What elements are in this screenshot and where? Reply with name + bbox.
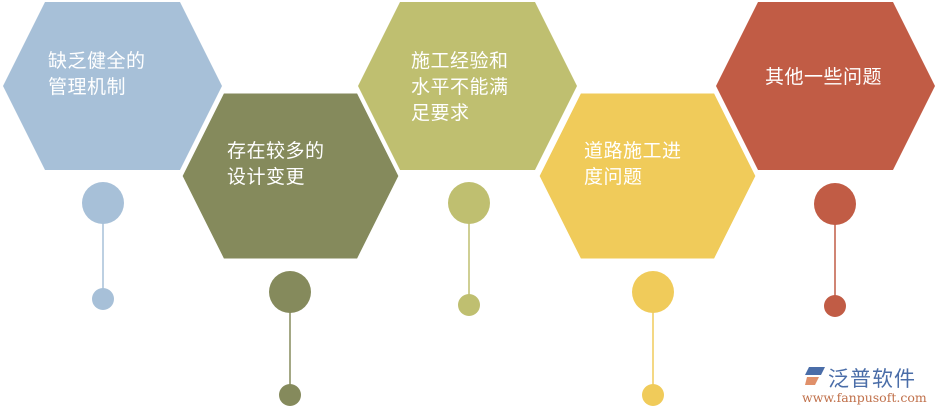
watermark-brand: 泛普软件 <box>828 367 916 391</box>
hexagon-5-label: 其他一些问题 <box>765 66 883 88</box>
hexagon-4-label: 道路施工进 度问题 <box>584 140 682 188</box>
watermark-logo: 泛普软件 www.fanpusoft.com <box>800 362 930 408</box>
hexagon-2 <box>179 90 402 262</box>
pin-4 <box>632 271 674 406</box>
pin-1 <box>82 182 124 310</box>
hexagon-1-label: 缺乏健全的 管理机制 <box>48 50 146 98</box>
pin-3 <box>448 182 490 316</box>
hexagon-4 <box>536 90 759 262</box>
hexagon-1 <box>3 2 222 170</box>
pin-5 <box>814 183 856 317</box>
pin-2 <box>269 271 311 406</box>
fanpu-logo-icon <box>805 367 825 385</box>
hexagon-3 <box>358 2 577 170</box>
hexagon-3-label: 施工经验和 水平不能满 足要求 <box>411 50 509 124</box>
hexagon-5 <box>716 2 935 170</box>
hexagon-2-label: 存在较多的 设计变更 <box>227 140 325 188</box>
watermark-url: www.fanpusoft.com <box>802 390 927 405</box>
